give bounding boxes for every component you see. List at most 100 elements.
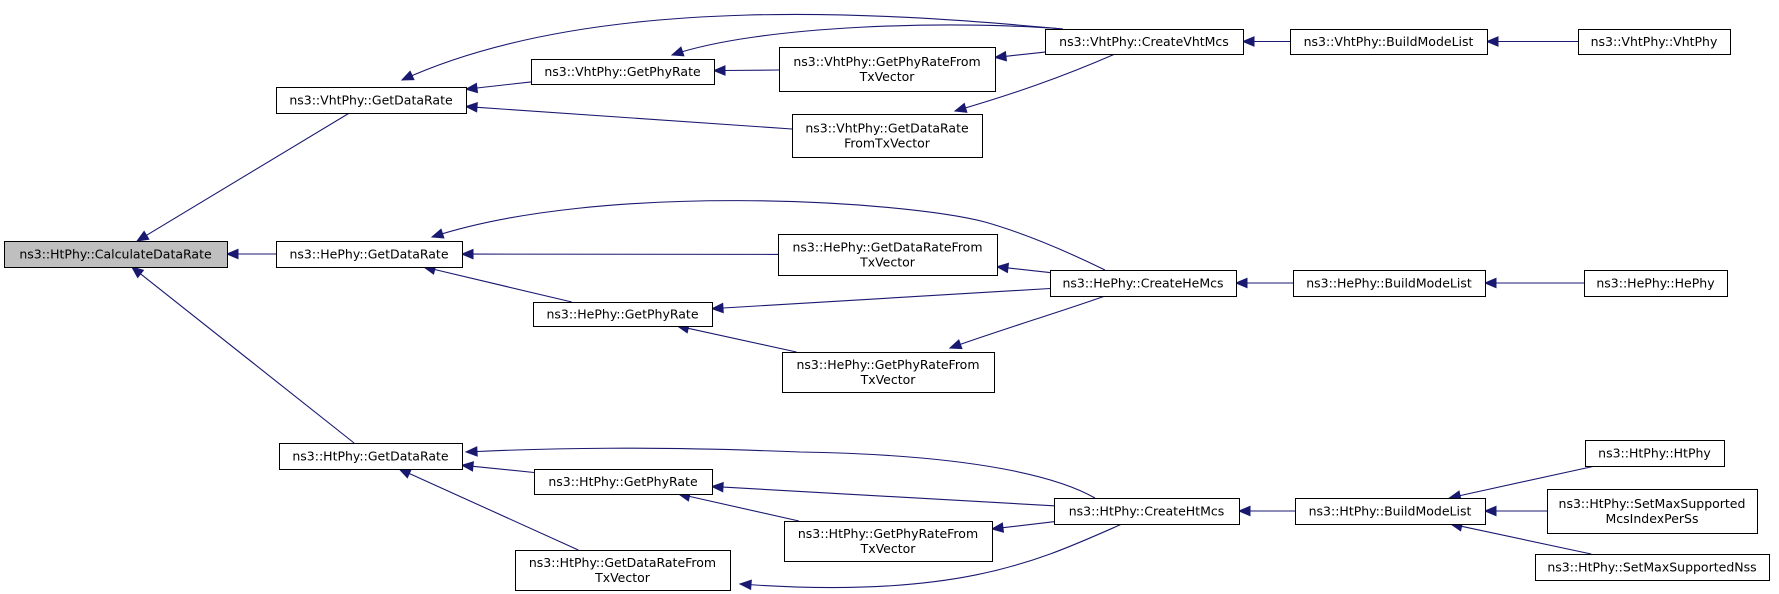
arrowhead	[398, 468, 412, 479]
call-edge	[464, 101, 793, 130]
edge-line	[954, 53, 1116, 112]
node-label: ns3::VhtPhy::BuildModeList	[1304, 34, 1474, 49]
node-label: TxVector	[860, 541, 917, 556]
function-node-ht-gdr[interactable]: ns3::HtPhy::GetDataRate	[279, 443, 463, 470]
edge-line	[476, 106, 793, 130]
node-box	[279, 443, 463, 470]
arrowhead	[1485, 36, 1499, 47]
node-label: ns3::HePhy::GetDataRateFrom	[792, 240, 982, 255]
edge-line	[409, 472, 579, 551]
call-edge	[677, 491, 800, 522]
function-node-he-create[interactable]: ns3::HePhy::CreateHeMcs	[1050, 270, 1237, 297]
node-box	[1050, 270, 1237, 297]
node-label: ns3::HtPhy::GetDataRate	[292, 449, 449, 464]
arrowhead	[430, 228, 445, 239]
arrowhead	[130, 266, 145, 279]
node-label: ns3::HtPhy::BuildModeList	[1309, 504, 1472, 519]
node-label: ns3::HtPhy::GetPhyRateFrom	[798, 526, 978, 541]
node-box	[792, 114, 983, 158]
function-node-he-gdr[interactable]: ns3::HePhy::GetDataRate	[276, 241, 463, 268]
call-edge	[225, 248, 276, 260]
call-edge	[460, 248, 779, 260]
node-label: ns3::VhtPhy::VhtPhy	[1591, 34, 1718, 49]
node-box	[515, 550, 731, 591]
node-box	[1585, 440, 1725, 467]
function-node-vht-create[interactable]: ns3::VhtPhy::CreateVhtMcs	[1045, 29, 1244, 55]
function-node-ht-setnss[interactable]: ns3::HtPhy::SetMaxSupportedNss	[1535, 554, 1770, 581]
call-edge	[1234, 277, 1293, 289]
node-box	[276, 241, 463, 268]
function-node-ht-create[interactable]: ns3::HtPhy::CreateHtMcs	[1054, 498, 1240, 525]
node-box	[1535, 554, 1770, 581]
edge-line	[689, 495, 800, 522]
function-node-ht-gpr[interactable]: ns3::HtPhy::GetPhyRate	[534, 469, 713, 495]
function-node-vht-gpr[interactable]: ns3::VhtPhy::GetPhyRate	[531, 59, 715, 85]
function-node-he-gpr[interactable]: ns3::HePhy::GetPhyRate	[533, 302, 713, 327]
arrowhead	[738, 579, 752, 591]
root-function-node[interactable]: ns3::HtPhy::CalculateDataRate	[4, 241, 228, 268]
node-label: ns3::HePhy::HePhy	[1596, 276, 1715, 291]
node-label: TxVector	[594, 570, 651, 585]
arrowhead	[135, 230, 150, 242]
arrowhead	[670, 46, 685, 57]
node-label: ns3::HtPhy::GetDataRateFrom	[529, 555, 716, 570]
node-label: FromTxVector	[844, 136, 931, 151]
arrowhead	[990, 522, 1005, 533]
arrowhead	[400, 70, 415, 81]
node-box	[1584, 270, 1728, 297]
edge-line	[722, 486, 1055, 507]
edge-line	[431, 200, 1106, 271]
arrowhead	[460, 461, 474, 472]
arrowhead	[464, 446, 478, 457]
arrowhead	[1234, 277, 1248, 289]
arrowhead	[464, 82, 479, 94]
function-node-ht-ctor[interactable]: ns3::HtPhy::HtPhy	[1585, 440, 1725, 467]
node-box	[534, 469, 713, 495]
arrowhead	[953, 102, 968, 113]
node-label: ns3::HePhy::BuildModeList	[1306, 276, 1472, 291]
edge-line	[472, 465, 535, 474]
call-edge	[400, 13, 1064, 81]
edge-line	[949, 295, 1106, 349]
node-box	[533, 302, 713, 327]
node-label: ns3::HePhy::GetPhyRateFrom	[796, 357, 979, 372]
edge-line	[722, 287, 1051, 309]
edge-line	[434, 268, 572, 303]
function-node-he-build[interactable]: ns3::HePhy::BuildModeList	[1293, 270, 1486, 297]
arrowhead	[1237, 505, 1251, 517]
arrowhead	[948, 339, 963, 350]
call-edge	[953, 53, 1116, 113]
arrowhead	[710, 481, 724, 493]
call-edge	[422, 264, 572, 303]
node-box	[1293, 270, 1486, 297]
node-label: TxVector	[859, 255, 916, 270]
edge-line	[476, 81, 532, 89]
arrowhead	[225, 248, 239, 260]
edge-line	[401, 13, 1064, 81]
edge-line	[688, 327, 797, 353]
function-node-he-ctor[interactable]: ns3::HePhy::HePhy	[1584, 270, 1728, 297]
function-node-vht-ctor[interactable]: ns3::VhtPhy::VhtPhy	[1578, 29, 1731, 55]
node-box	[1578, 29, 1731, 55]
call-edge	[1483, 277, 1584, 289]
node-label: ns3::HtPhy::CalculateDataRate	[19, 247, 212, 262]
call-edge	[993, 50, 1046, 62]
edge-line	[1459, 465, 1596, 497]
function-node-vht-gdr[interactable]: ns3::VhtPhy::GetDataRate	[276, 87, 467, 114]
arrowhead	[464, 101, 478, 113]
node-label: ns3::HtPhy::GetPhyRate	[548, 474, 698, 489]
call-edge	[1483, 505, 1547, 517]
node-label: ns3::HtPhy::SetMaxSupportedNss	[1547, 560, 1756, 575]
function-node-ht-build[interactable]: ns3::HtPhy::BuildModeList	[1295, 498, 1486, 525]
function-node-vht-build[interactable]: ns3::VhtPhy::BuildModeList	[1290, 29, 1488, 55]
node-box	[782, 352, 995, 393]
node-label: ns3::HtPhy::CreateHtMcs	[1069, 504, 1225, 519]
